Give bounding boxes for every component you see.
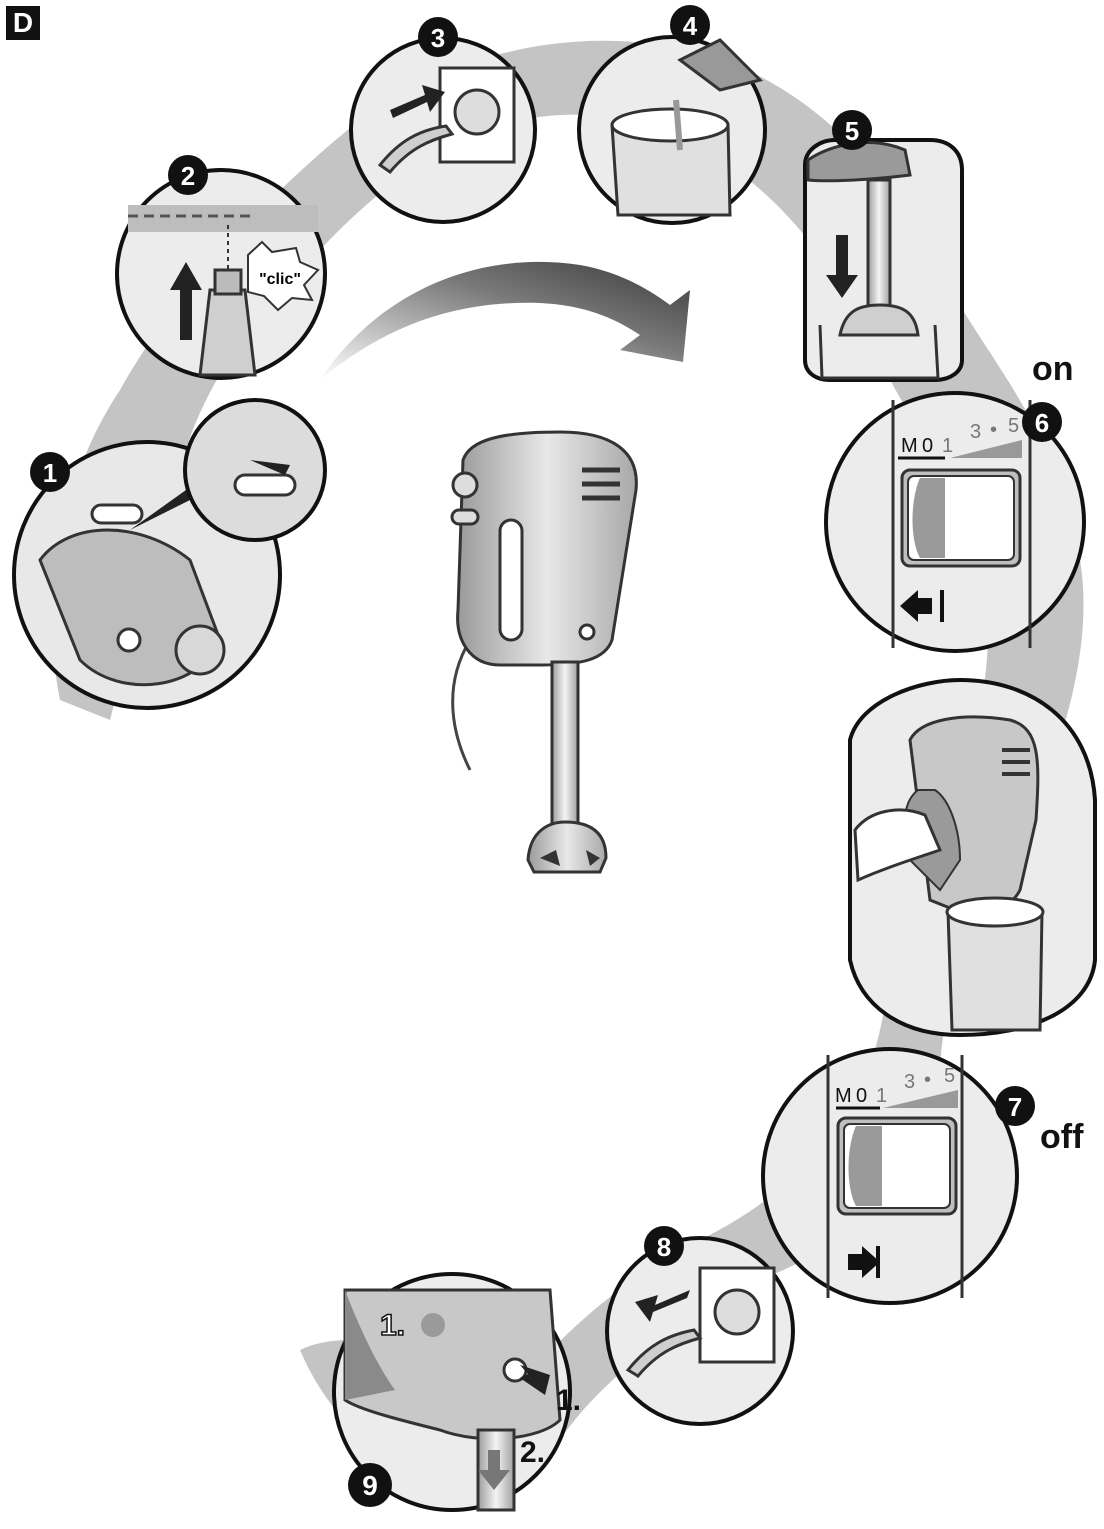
- switch-scale-0: 0: [922, 435, 933, 457]
- switch-scale-dot-off: •: [924, 1069, 931, 1091]
- switch-scale-3: 3: [970, 421, 981, 443]
- step-6b-panel: [848, 677, 1097, 1038]
- switch-scale-dot: •: [990, 419, 997, 441]
- step-badge-1: 1: [30, 452, 70, 492]
- hand-blender-illustration: [450, 430, 638, 874]
- step-number-4: 4: [683, 11, 698, 41]
- off-label: off: [1040, 1118, 1084, 1156]
- step-9-panel: 1. 1. 2.: [332, 1272, 581, 1512]
- step-badge-3: 3: [418, 17, 458, 57]
- step-badge-6: 6: [1022, 402, 1062, 442]
- step-badge-8: 8: [644, 1226, 684, 1266]
- switch-scale-m-off: M: [835, 1085, 852, 1107]
- step-6-panel: M 0 1 3 • 5: [824, 391, 1086, 653]
- step-number-8: 8: [657, 1232, 671, 1262]
- step-7-panel: M 0 1 3 • 5: [761, 1047, 1019, 1305]
- step-badge-5: 5: [832, 110, 872, 150]
- step-2-sound-label: "clic": [259, 271, 301, 288]
- step-number-1: 1: [43, 458, 57, 488]
- step-badge-4: 4: [670, 5, 710, 45]
- step-2-panel: "clic": [115, 168, 327, 380]
- step-badge-9: 9: [348, 1463, 392, 1507]
- step-9-first-action-a: 1.: [380, 1309, 405, 1342]
- step-number-3: 3: [431, 23, 445, 53]
- central-curved-arrow: [320, 261, 690, 380]
- switch-scale-5-off: 5: [944, 1065, 955, 1087]
- step-number-9: 9: [362, 1470, 378, 1501]
- step-number-6: 6: [1035, 408, 1049, 438]
- section-badge: D: [6, 6, 40, 40]
- step-9-second-action: 2.: [520, 1436, 545, 1469]
- step-9-first-action-b: 1.: [556, 1384, 581, 1417]
- step-8-panel: [605, 1236, 795, 1426]
- switch-scale-m: M: [901, 435, 918, 457]
- on-label: on: [1032, 350, 1074, 388]
- step-5-panel: [803, 138, 964, 382]
- step-number-5: 5: [845, 116, 859, 146]
- switch-scale-1-off: 1: [876, 1085, 887, 1107]
- step-number-7: 7: [1008, 1092, 1022, 1122]
- step-number-2: 2: [181, 161, 195, 191]
- switch-scale-1: 1: [942, 435, 953, 457]
- switch-scale-5: 5: [1008, 415, 1019, 437]
- switch-scale-3-off: 3: [904, 1071, 915, 1093]
- step-3-panel: [349, 36, 537, 224]
- step-badge-7: 7: [995, 1086, 1035, 1126]
- step-badge-2: 2: [168, 155, 208, 195]
- step-1-panel: [12, 398, 327, 710]
- switch-scale-0-off: 0: [856, 1085, 867, 1107]
- step-4-panel: [577, 35, 767, 225]
